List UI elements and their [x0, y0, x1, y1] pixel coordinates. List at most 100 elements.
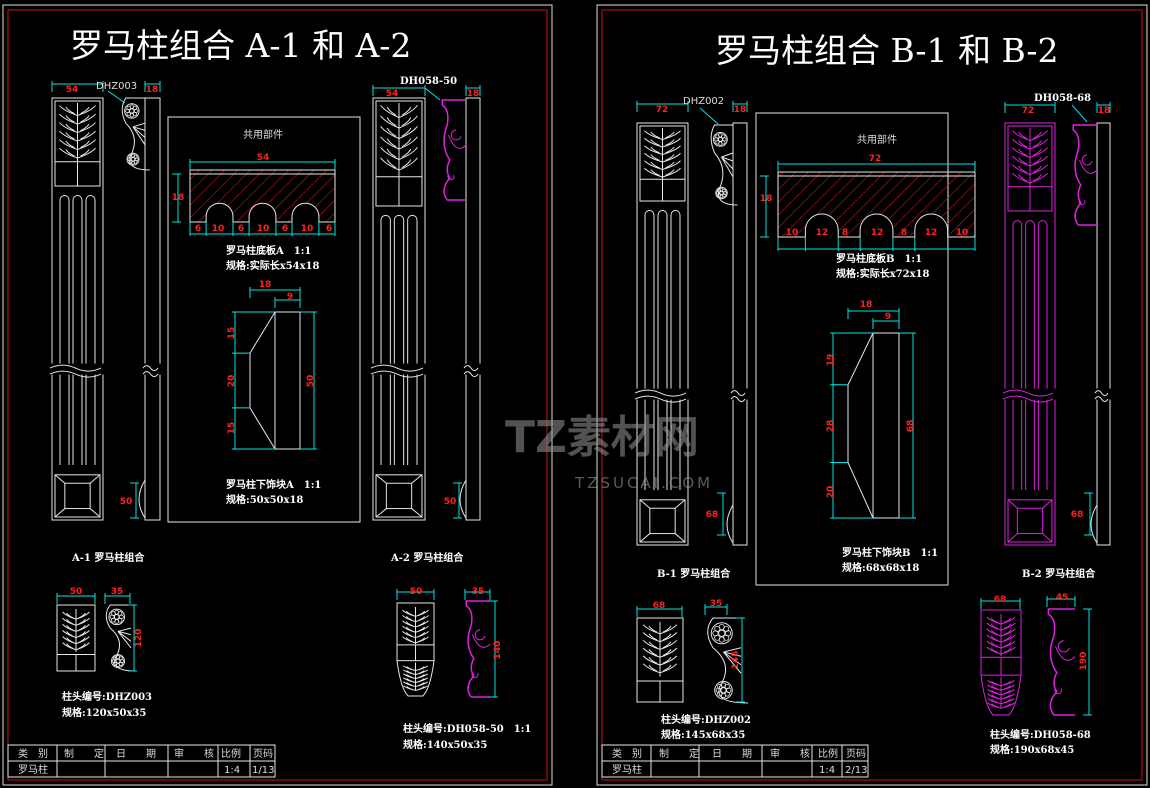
corbel-web	[721, 156, 734, 162]
cad-line	[1042, 499, 1053, 509]
acanthus-leaf-icon	[78, 643, 86, 649]
combo-label: B-2 罗马柱组合	[1022, 567, 1096, 580]
acanthus-leaf-icon	[401, 148, 412, 158]
rosette-petal-icon	[132, 105, 138, 111]
cad-line	[1007, 499, 1018, 509]
acanthus-leaf-icon	[401, 106, 412, 116]
rosette-petal-icon	[723, 625, 730, 632]
head-code-label: DHZ003	[96, 81, 137, 92]
acanthus-leaf-icon	[650, 139, 660, 146]
acanthus-leaf-icon	[1000, 634, 1016, 643]
corbel-web	[117, 630, 132, 636]
cad-line	[639, 533, 651, 543]
corbel-web	[723, 651, 742, 674]
acanthus-leaf-icon	[1011, 147, 1031, 158]
acanthus-leaf-icon	[659, 624, 678, 635]
acanthus-leaf-icon	[987, 680, 1002, 687]
acanthus-leaf-icon	[66, 618, 74, 625]
column-side	[732, 122, 748, 546]
dim-label: 54	[386, 89, 399, 99]
acanthus-leaf-icon	[415, 669, 428, 675]
acanthus-leaf-icon	[65, 123, 75, 132]
leader-line	[424, 87, 441, 101]
corbel-scroll	[1078, 199, 1086, 206]
acanthus-leaf-icon	[1003, 698, 1011, 704]
title-block: 类 别 制 定 日 期 审 核 比例 页码 罗马柱 1:4 1/13	[18, 747, 274, 776]
title-block-header: 制 定	[659, 747, 699, 760]
acanthus-leaf-icon	[405, 621, 413, 627]
column-break-line	[370, 370, 424, 378]
acanthus-leaf-icon	[386, 138, 397, 148]
acanthus-leaf-icon	[986, 622, 1002, 631]
acanthus-leaf-icon	[648, 656, 658, 664]
dim-label: 15	[227, 327, 237, 340]
acanthus-leaf-icon	[65, 149, 75, 157]
acanthus-leaf-icon	[59, 147, 78, 159]
acanthus-leaf-icon	[662, 664, 672, 672]
dim-label: 6	[195, 224, 201, 234]
dim-label: 12	[925, 228, 938, 238]
leader-line	[699, 107, 719, 125]
acanthus-leaf-icon	[644, 137, 663, 148]
acanthus-leaf-icon	[990, 623, 999, 630]
acanthus-leaf-icon	[1011, 164, 1031, 175]
column-flute	[59, 195, 70, 465]
dim-label: 50	[306, 375, 316, 388]
acanthus-leaf-icon	[62, 630, 77, 638]
column-flute	[1025, 220, 1035, 490]
acanthus-leaf-icon	[986, 628, 1002, 637]
column-break	[1095, 388, 1112, 400]
acanthus-leaf-icon	[59, 105, 78, 116]
column-break-line	[142, 371, 159, 378]
acanthus-leaf-icon	[659, 663, 678, 674]
acanthus-leaf-icon	[415, 677, 428, 683]
dim-label: 54	[257, 153, 270, 163]
acanthus-leaf-icon	[986, 616, 1002, 625]
corbel-web	[723, 647, 742, 653]
acanthus-leaf-icon	[644, 145, 663, 155]
title-block-header: 审 核	[770, 747, 810, 760]
acanthus-leaf-icon	[78, 631, 86, 637]
base-plate	[189, 169, 336, 223]
acanthus-leaf-icon	[80, 140, 90, 149]
block-spec: 规格:68x68x18	[842, 561, 919, 574]
acanthus-leaf-icon	[662, 130, 681, 140]
acanthus-leaf-icon	[398, 146, 418, 160]
rosette-icon	[710, 622, 733, 645]
column-break	[731, 388, 749, 400]
acanthus-leaf-icon	[991, 698, 999, 704]
acanthus-leaf-icon	[659, 632, 678, 643]
column-flute	[670, 210, 681, 490]
acanthus-leaf-icon	[1032, 148, 1042, 157]
dim-label: 10	[301, 224, 314, 234]
acanthus-leaf-icon	[1003, 689, 1011, 695]
trim-block-profile	[847, 332, 874, 519]
acanthus-leaf-icon	[665, 154, 675, 161]
plate-name: 罗马柱底板A 1:1	[226, 244, 311, 257]
acanthus-leaf-icon	[1003, 617, 1012, 624]
rosette-icon	[108, 608, 125, 626]
acanthus-leaf-icon	[78, 637, 86, 643]
sheet-title: 罗马柱组合 B-1 和 B-2	[715, 31, 1059, 70]
corbel-web	[721, 156, 734, 170]
column-side	[1096, 122, 1111, 546]
column-front	[372, 97, 426, 521]
acanthus-leaf-icon	[987, 698, 1002, 705]
corbel-profile	[1047, 608, 1075, 716]
corbel-scroll	[471, 672, 479, 679]
dim-label: 8	[842, 228, 848, 238]
acanthus-leaf-icon	[1032, 131, 1042, 140]
column-break-line	[142, 365, 159, 372]
acanthus-leaf-icon	[406, 678, 413, 683]
acanthus-leaf-icon	[665, 161, 675, 169]
head-code-label: DHZ002	[683, 96, 724, 107]
acanthus-leaf-icon	[662, 160, 681, 170]
dim-label: 6	[326, 224, 332, 234]
acanthus-leaf-icon	[990, 641, 999, 648]
cad-line	[375, 474, 387, 484]
acanthus-leaf-icon	[66, 637, 74, 643]
title-block-value: 2/13	[845, 765, 867, 776]
acanthus-leaf-icon	[1011, 138, 1031, 150]
combo-label: A-2 罗马柱组合	[390, 551, 464, 564]
